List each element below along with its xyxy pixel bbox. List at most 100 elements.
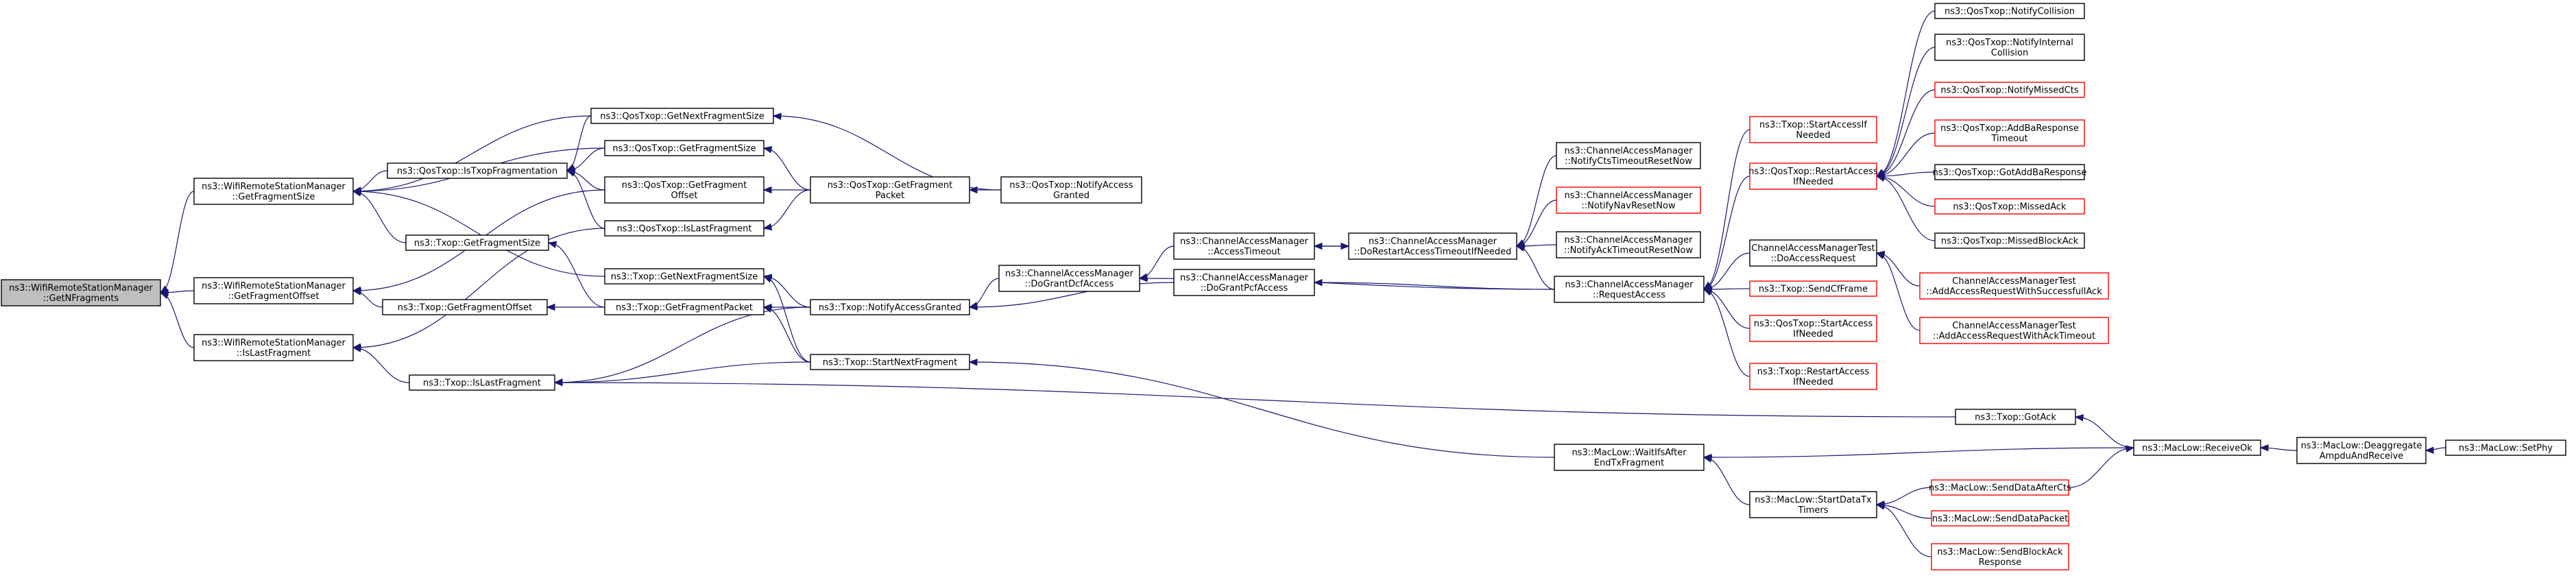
arrowhead <box>968 303 978 311</box>
arrowhead <box>762 223 773 231</box>
function-node[interactable]: ns3::QosTxop::GetFragmentSize <box>604 140 765 156</box>
function-node[interactable]: ns3::MacLow::SetPhy <box>2445 439 2566 456</box>
node-label: Collision <box>1991 48 2028 58</box>
function-node[interactable]: ns3::ChannelAccessManager::RequestAccess <box>1554 276 1705 303</box>
function-node[interactable]: ns3::ChannelAccessManager::NotifyNavRese… <box>1556 186 1701 214</box>
function-node[interactable]: ns3::Txop::GetFragmentOffset <box>382 299 548 315</box>
function-node[interactable]: ChannelAccessManagerTest::DoAccessReques… <box>1749 239 1877 267</box>
call-edge <box>352 347 410 383</box>
function-node[interactable]: ns3::QosTxop::IsLastFragment <box>604 220 765 237</box>
function-node[interactable]: ns3::WifiRemoteStationManager::IsLastFra… <box>193 334 354 361</box>
node-label: ns3::QosTxop::MissedBlockAck <box>1941 237 2079 247</box>
node-box <box>1554 444 1705 471</box>
node-label: ::NotifyCtsTimeoutResetNow <box>1565 156 1692 167</box>
node-label: ns3::ChannelAccessManager <box>1565 235 1694 245</box>
function-node[interactable]: ns3::Txop::IsLastFragment <box>409 374 555 391</box>
node-label: IfNeeded <box>1793 329 1833 339</box>
node-box <box>1 279 161 306</box>
node-box <box>1934 119 2085 147</box>
call-edge <box>566 170 605 229</box>
function-node[interactable]: ns3::QosTxop::GetFragmentOffset <box>604 176 765 204</box>
node-label: ns3::QosTxop::GetFragment <box>622 180 747 191</box>
function-node[interactable]: ChannelAccessManagerTest::AddAccessReque… <box>1919 272 2109 300</box>
call-edge <box>160 191 195 293</box>
function-node[interactable]: ns3::Txop::GetFragmentPacket <box>604 299 765 315</box>
function-node[interactable]: ns3::QosTxop::GetNextFragmentSize <box>590 108 774 124</box>
node-box <box>1919 272 2109 300</box>
function-node[interactable]: ns3::MacLow::SendDataPacket <box>1931 510 2069 527</box>
arrowhead <box>352 345 362 352</box>
call-edge <box>763 276 811 308</box>
node-box <box>604 176 765 204</box>
node-label: ::NotifyAckTimeoutResetNow <box>1564 245 1694 256</box>
function-node[interactable]: ChannelAccessManagerTest::AddAccessReque… <box>1919 317 2109 344</box>
node-box <box>1919 317 2109 344</box>
function-node[interactable]: ns3::QosTxop::NotifyMissedCts <box>1934 82 2085 98</box>
arrowhead <box>1875 503 1886 510</box>
function-node[interactable]: ns3::WifiRemoteStationManager::GetNFragm… <box>1 279 161 306</box>
call-edge <box>352 191 407 243</box>
call-edge <box>1703 176 1750 290</box>
arrowhead <box>772 112 782 121</box>
function-node[interactable]: ns3::ChannelAccessManager::AccessTimeout <box>1173 232 1315 260</box>
node-label: AmpduAndReceive <box>2320 451 2404 461</box>
node-box <box>1934 198 2085 215</box>
function-node[interactable]: ns3::Txop::GetFragmentSize <box>405 234 549 251</box>
function-node[interactable]: ns3::ChannelAccessManager::DoRestartAcce… <box>1348 232 1517 260</box>
function-node[interactable]: ns3::QosTxop::GetFragmentPacket <box>810 176 970 204</box>
function-node[interactable]: ns3::Txop::SendCfFrame <box>1749 280 1877 297</box>
call-edge <box>1876 252 1921 331</box>
function-node[interactable]: ns3::MacLow::ReceiveOk <box>2133 439 2261 456</box>
node-box <box>1955 409 2076 425</box>
node-box <box>604 140 765 156</box>
function-node[interactable]: ns3::ChannelAccessManager::DoGrantDcfAcc… <box>998 265 1140 292</box>
arrowhead <box>1313 278 1323 287</box>
function-node[interactable]: ns3::ChannelAccessManager::DoGrantPcfAcc… <box>1173 269 1315 296</box>
function-node[interactable]: ns3::Txop::StartNextFragment <box>810 354 970 370</box>
node-label: ns3::ChannelAccessManager <box>1369 237 1497 247</box>
arrowhead <box>1702 455 1713 463</box>
node-label: ns3::MacLow::SendBlockAck <box>1937 547 2063 557</box>
function-node[interactable]: ns3::ChannelAccessManager::NotifyCtsTime… <box>1556 142 1701 169</box>
node-box <box>1749 280 1877 297</box>
node-label: ns3::QosTxop::NotifyMissedCts <box>1940 86 2078 96</box>
function-node[interactable]: ns3::MacLow::SendDataAfterCts <box>1929 479 2071 496</box>
call-edge <box>548 242 605 308</box>
function-node[interactable]: ns3::Txop::NotifyAccessGranted <box>810 299 970 315</box>
function-node[interactable]: ns3::QosTxop::NotifyAccessGranted <box>1000 176 1142 204</box>
function-node[interactable]: ns3::QosTxop::MissedBlockAck <box>1934 232 2085 249</box>
node-label: ns3::QosTxop::GotAddBaResponse <box>1933 168 2087 178</box>
node-label: Response <box>1979 557 2021 568</box>
function-node[interactable]: ns3::QosTxop::GotAddBaResponse <box>1933 164 2087 180</box>
function-node[interactable]: ns3::QosTxop::MissedAck <box>1934 198 2085 215</box>
function-node[interactable]: ns3::Txop::GetNextFragmentSize <box>604 268 765 285</box>
node-box <box>1934 164 2085 180</box>
nodes-layer: ns3::WifiRemoteStationManager::GetNFragm… <box>1 3 2566 570</box>
function-node[interactable]: ns3::WifiRemoteStationManager::GetFragme… <box>193 178 354 205</box>
node-box <box>1934 82 2085 98</box>
node-box <box>1931 543 2069 570</box>
call-edge <box>1703 252 1750 290</box>
function-node[interactable]: ns3::WifiRemoteStationManager::GetFragme… <box>193 277 354 304</box>
node-label: ns3::QosTxop::GetFragment <box>828 180 952 191</box>
arrowhead <box>553 378 563 387</box>
node-box <box>382 299 548 315</box>
function-node[interactable]: ns3::QosTxop::NotifyCollision <box>1934 3 2085 19</box>
function-node[interactable]: ns3::QosTxop::IsTxopFragmentation <box>387 162 568 179</box>
node-label: ns3::WifiRemoteStationManager <box>202 281 346 291</box>
node-box <box>1554 276 1705 303</box>
call-edge <box>1876 176 1936 241</box>
function-node[interactable]: ns3::Txop::GotAck <box>1955 409 2076 425</box>
function-node[interactable]: ns3::ChannelAccessManager::NotifyAckTime… <box>1556 231 1701 258</box>
